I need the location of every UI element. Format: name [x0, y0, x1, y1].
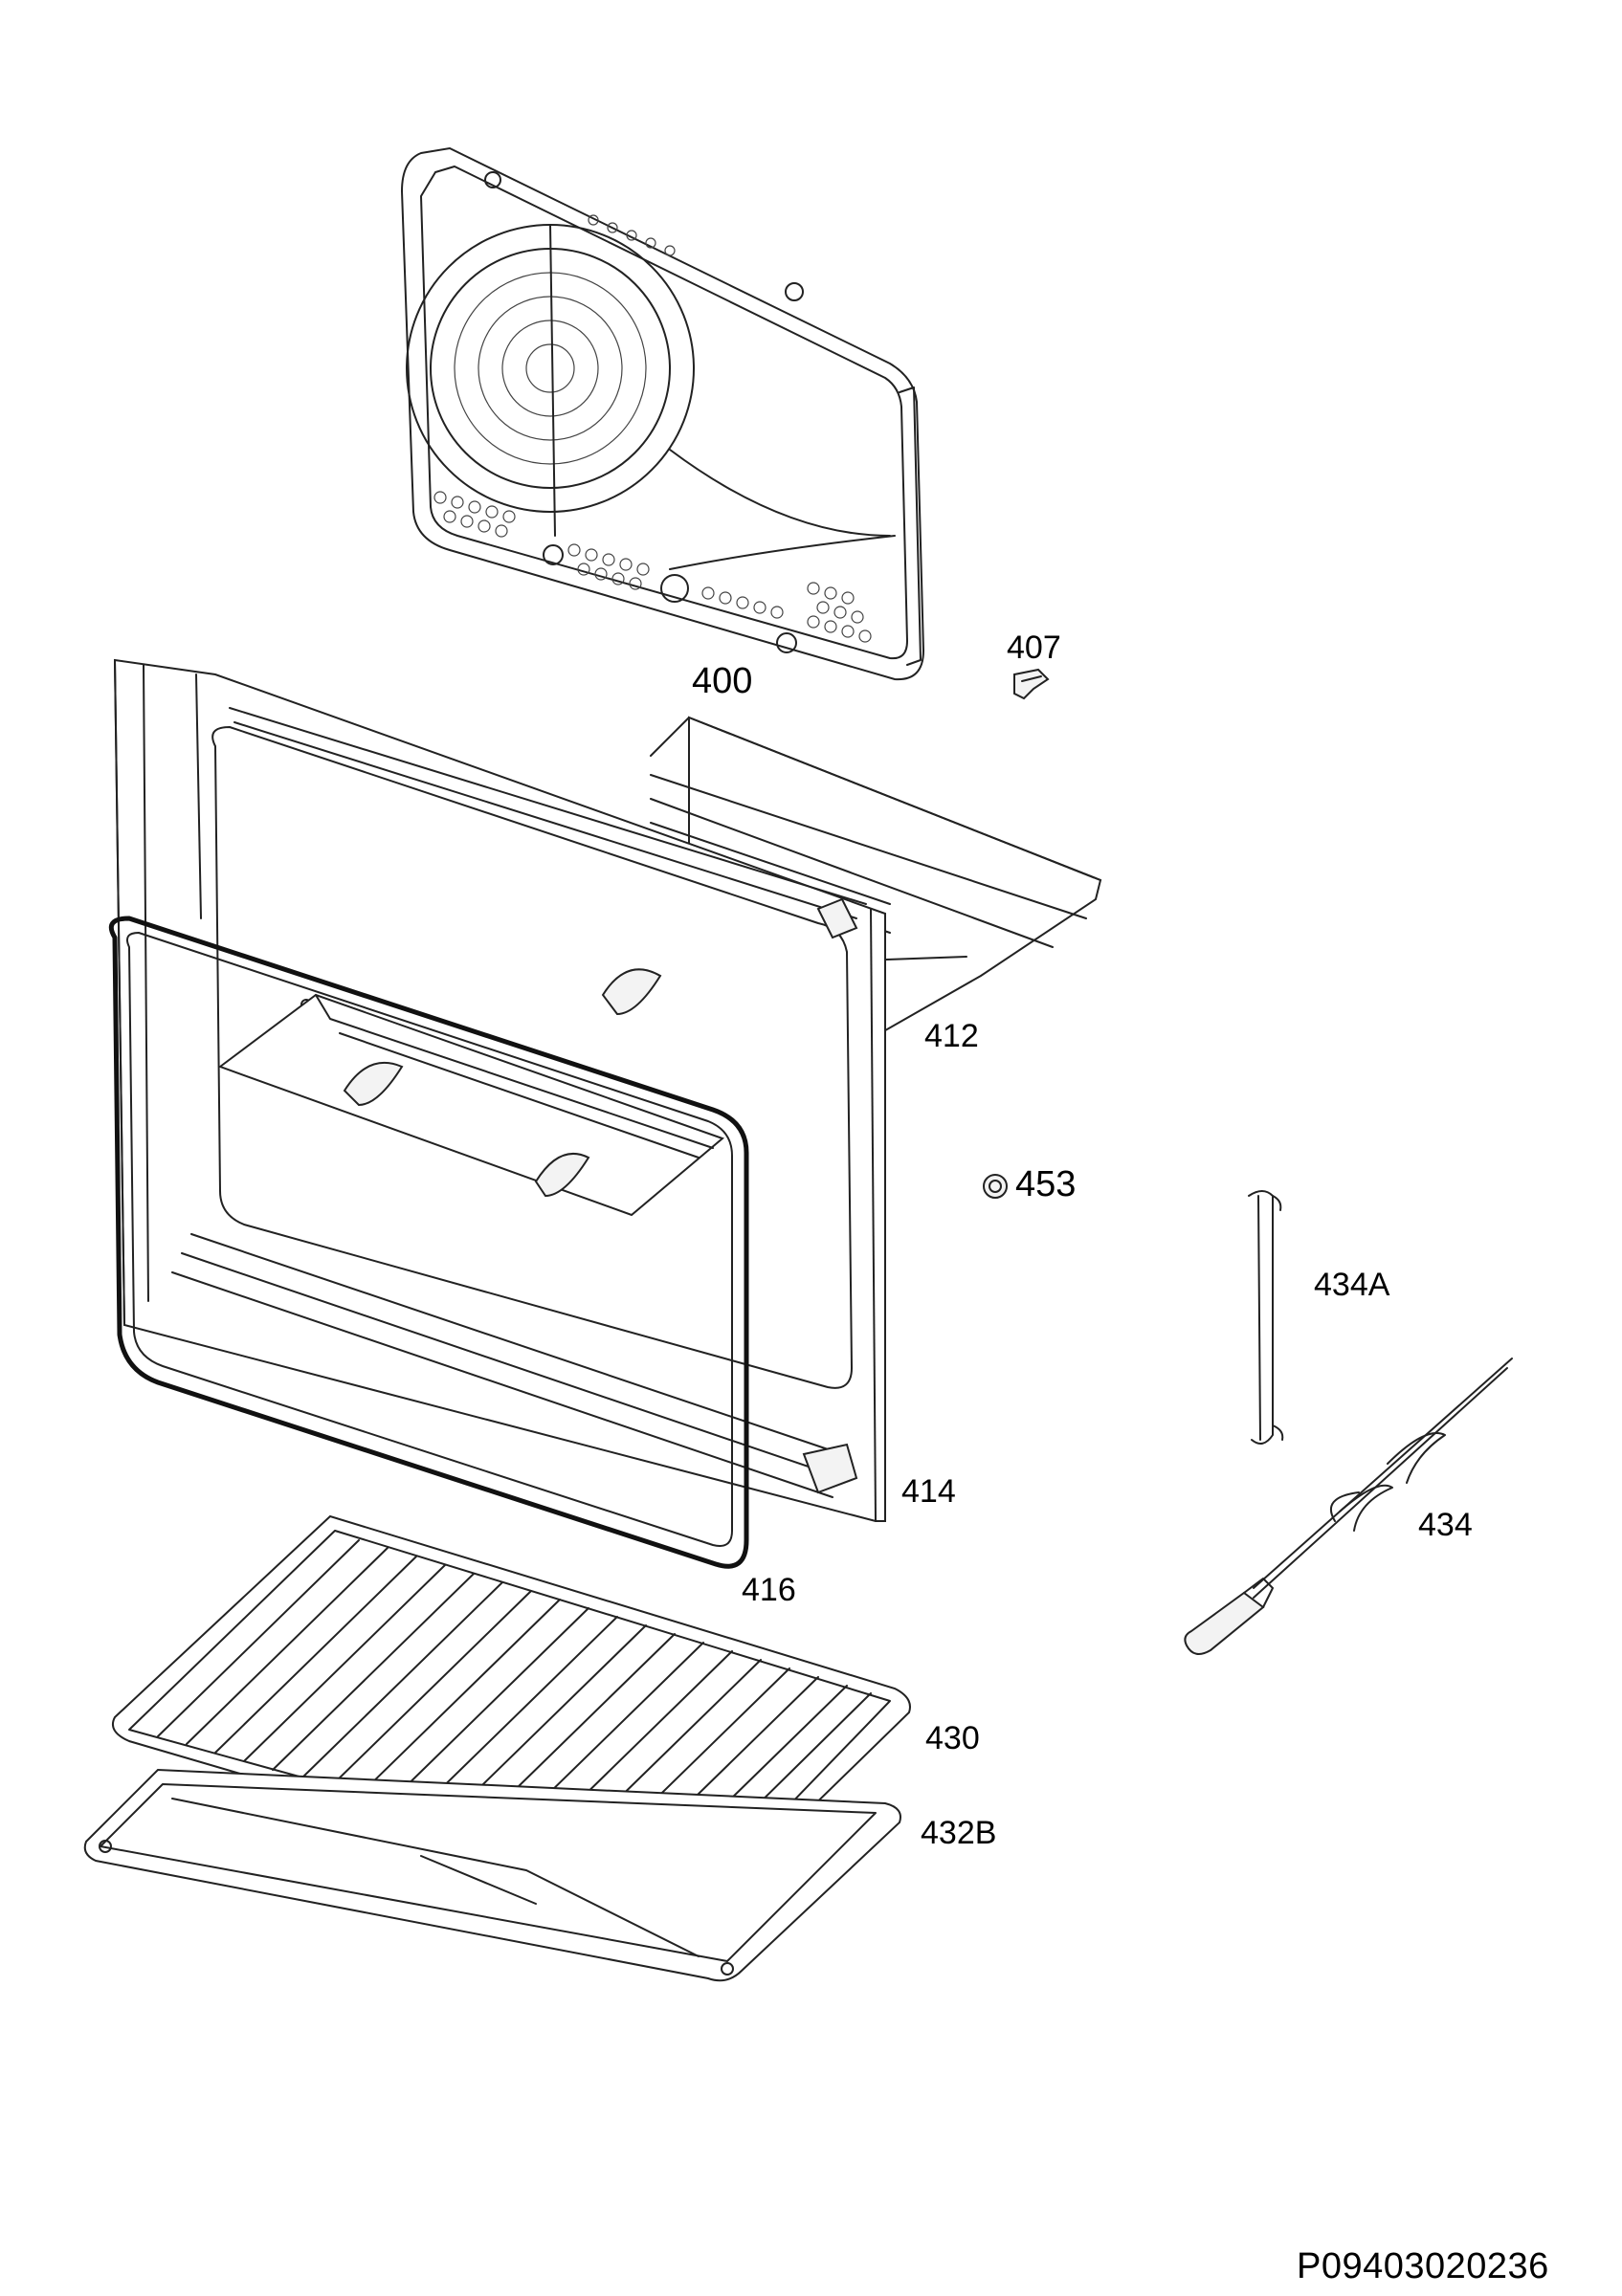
part-453-fitting: [983, 1174, 1008, 1199]
label-407: 407: [1007, 629, 1061, 666]
part-434a-rod: [1248, 1190, 1284, 1445]
part-434-probe: [1184, 1358, 1513, 1655]
label-434: 434: [1418, 1507, 1473, 1543]
drawing-number: P09403020236: [1297, 2246, 1549, 2286]
part-407-clip: [1013, 668, 1050, 700]
part-400-rear-panel: [400, 146, 925, 681]
label-412: 412: [924, 1018, 979, 1054]
label-432b: 432B: [921, 1815, 997, 1851]
part-412-tray: [217, 968, 724, 1217]
part-432b-tray: [83, 1768, 901, 1982]
label-453: 453: [1015, 1164, 1077, 1204]
label-400: 400: [692, 661, 753, 701]
label-430: 430: [925, 1720, 980, 1756]
label-434a: 434A: [1314, 1267, 1390, 1303]
part-416-gasket: [108, 916, 749, 1569]
label-416: 416: [742, 1572, 796, 1608]
label-414: 414: [901, 1473, 956, 1510]
